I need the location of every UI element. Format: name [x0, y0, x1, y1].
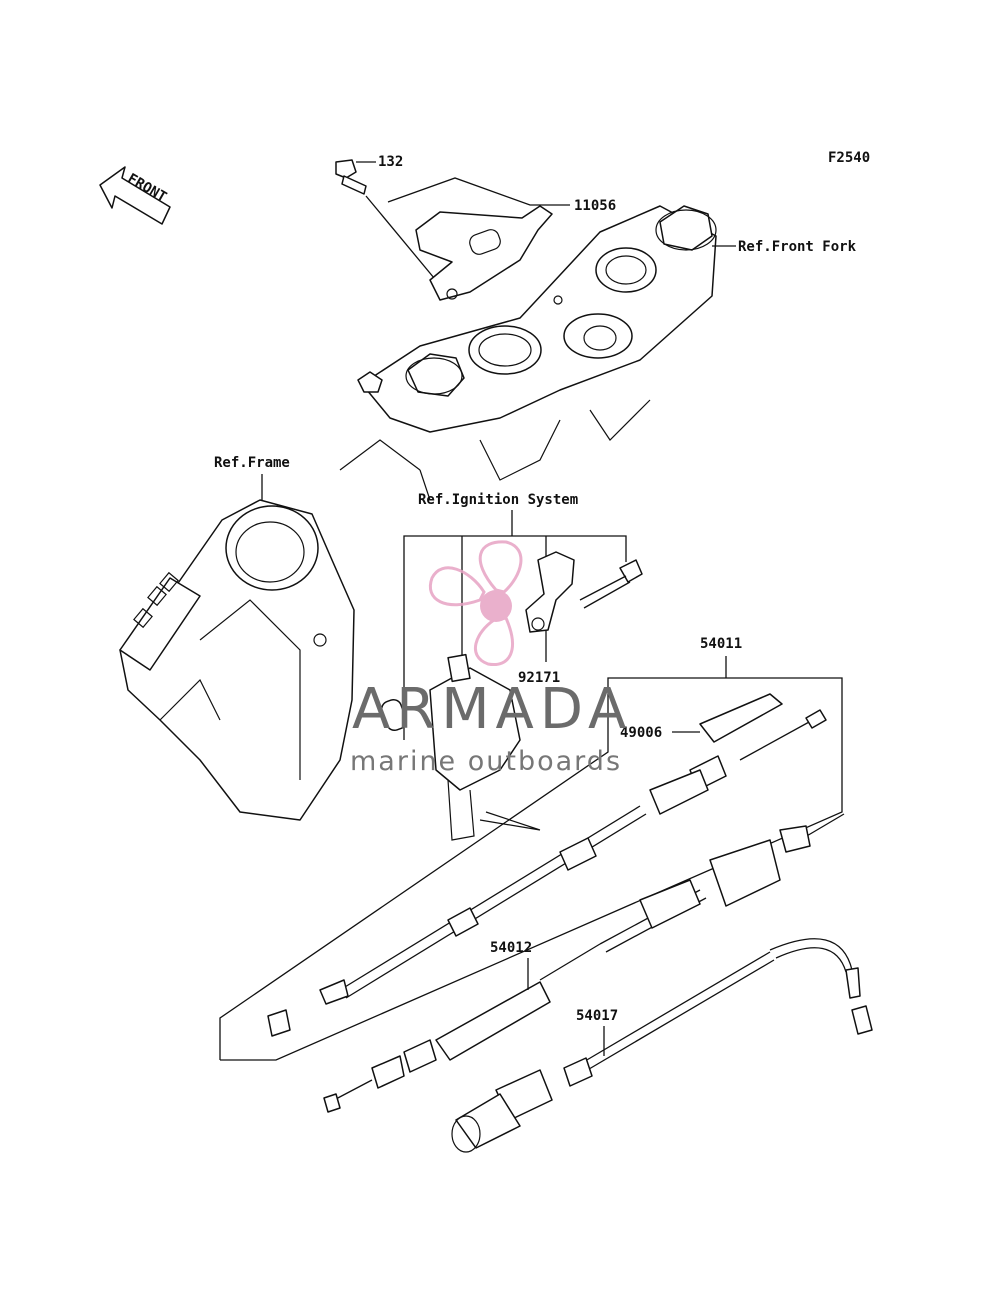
armada-logo: [428, 540, 523, 667]
holder-92171: [525, 551, 575, 633]
callout-54017: 54017: [576, 1008, 618, 1024]
callout-54011: 54011: [700, 636, 742, 652]
front-direction-arrow: FRONT: [99, 166, 171, 225]
bolt-132: [335, 159, 376, 195]
steering-stem-head: [339, 205, 717, 501]
callout-49006: 49006: [620, 725, 662, 741]
callout-54012: 54012: [490, 940, 532, 956]
watermark-brand: ARMADA: [352, 677, 632, 742]
cable-cover: [699, 693, 783, 743]
callout-front-fork: Ref.Front Fork: [738, 239, 857, 255]
choke-cable: [451, 938, 873, 1153]
frame-head-pipe: [119, 499, 355, 821]
ignition-switch-body: [380, 653, 541, 841]
clutch-cable: [267, 709, 827, 1037]
callout-92171: 92171: [518, 670, 560, 686]
callout-ignition: Ref.Ignition System: [418, 492, 578, 508]
clutch-cable-group-box: [219, 677, 843, 1061]
callout-frame: Ref.Frame: [214, 455, 290, 471]
callout-11056: 11056: [574, 198, 616, 214]
watermark-tagline: marine outboards: [350, 746, 622, 777]
ignition-bolt: [579, 559, 643, 609]
throttle-cable: [323, 813, 845, 1113]
figure-code: F2540: [828, 150, 870, 166]
bracket-11056: [365, 177, 570, 301]
callout-132: 132: [378, 154, 403, 170]
